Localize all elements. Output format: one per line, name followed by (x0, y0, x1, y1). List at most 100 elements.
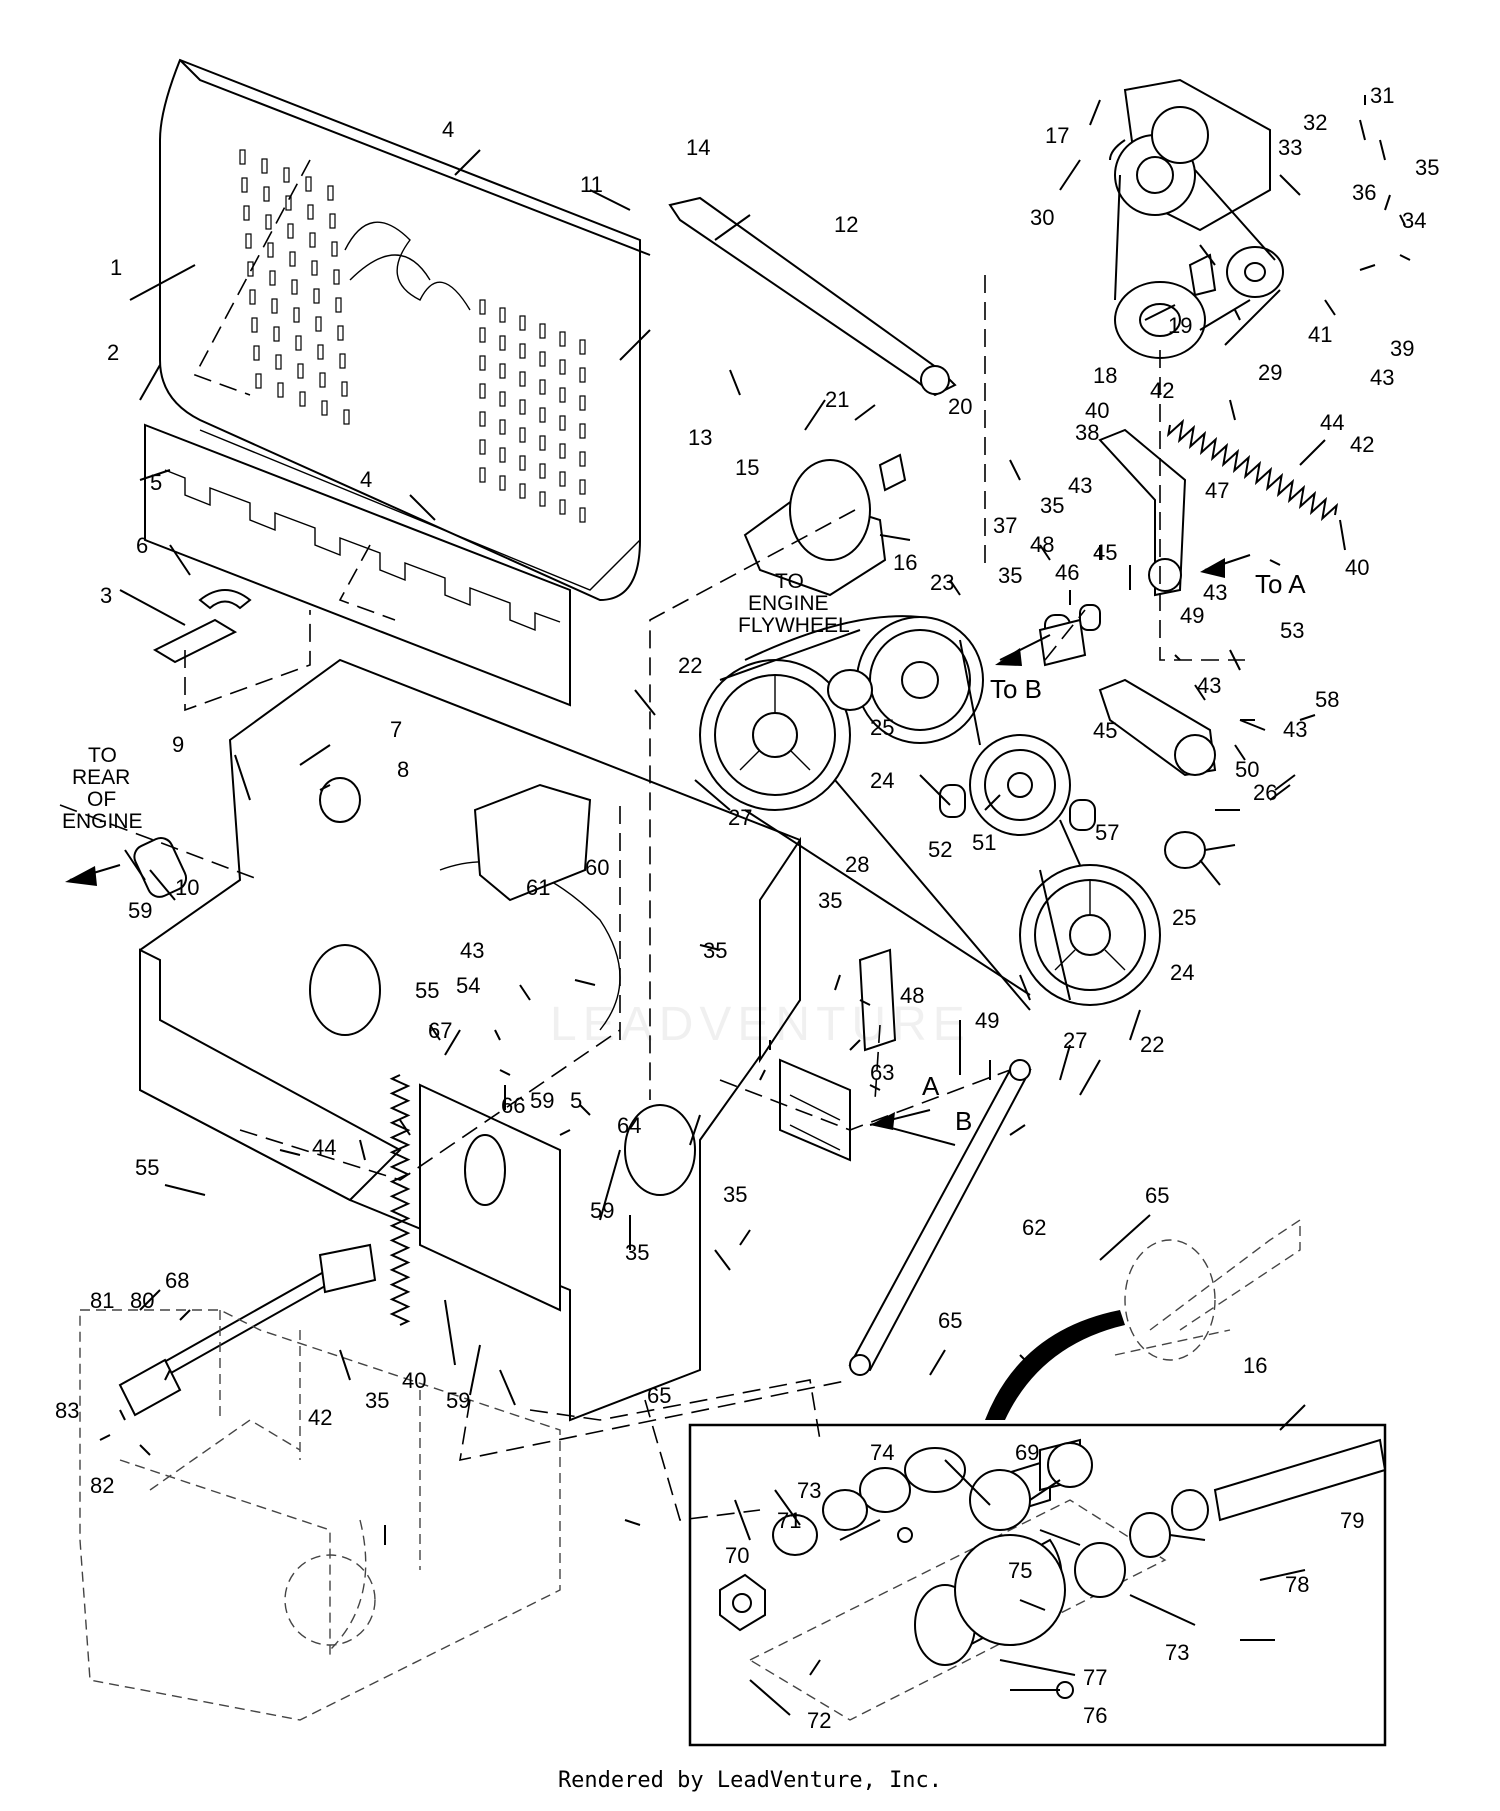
vent-slot (327, 185, 334, 201)
ref-label-a: A (922, 1071, 940, 1101)
vent-slot (255, 373, 262, 389)
vent-slot (285, 195, 292, 211)
vent-slot (329, 213, 336, 229)
callout-62: 62 (1022, 1215, 1046, 1240)
callout-55: 55 (135, 1155, 159, 1180)
callout-61: 61 (526, 875, 550, 900)
vent-slot (499, 307, 506, 323)
callout-9: 9 (172, 732, 184, 757)
mounting-plate (139, 658, 851, 1422)
vent-slot (253, 345, 260, 361)
callout-24: 24 (870, 768, 894, 793)
belt-guard-cover (159, 58, 651, 602)
vent-slot (539, 463, 546, 479)
callout-35: 35 (818, 888, 842, 913)
callout-34: 34 (1402, 208, 1426, 233)
vent-slot (269, 270, 276, 286)
callout-68: 68 (165, 1268, 189, 1293)
callout-35: 35 (723, 1182, 747, 1207)
callout-numbers: 1 2 3 4 4 5 5 6 7 8 9 10 11 12 13 14 15 … (55, 83, 1439, 1733)
callout-53: 53 (1280, 618, 1304, 643)
callout-15: 15 (735, 455, 759, 480)
callout-54: 54 (456, 973, 480, 998)
callout-43: 43 (1197, 673, 1221, 698)
note-to-engine-flywheel-line1: TO (775, 570, 804, 593)
vent-slot (539, 323, 546, 339)
note-to-rear-of-engine-line3: OF (87, 788, 116, 811)
vent-slot (251, 317, 258, 333)
pulley-22-lower (1019, 864, 1161, 1006)
vent-slot (317, 344, 324, 360)
vent-slot (579, 423, 586, 439)
callout-3: 3 (100, 583, 112, 608)
inset-pointer (985, 1310, 1125, 1420)
callout-28: 28 (845, 852, 869, 877)
callout-4: 4 (360, 467, 372, 492)
vent-slot (579, 367, 586, 383)
spring-coil (389, 1074, 411, 1326)
vent-slot (297, 363, 304, 379)
reference-arrows (65, 554, 1251, 1146)
vent-slot (519, 343, 526, 359)
callout-76: 76 (1083, 1703, 1107, 1728)
link-rod (668, 196, 957, 397)
vent-slot (333, 269, 340, 285)
callout-64: 64 (617, 1113, 641, 1138)
vent-slot (339, 353, 346, 369)
spring-left (389, 1074, 411, 1326)
callout-49: 49 (975, 1008, 999, 1033)
idler-arm-50 (1098, 678, 1217, 777)
callout-51: 51 (972, 830, 996, 855)
vent-slot (499, 363, 506, 379)
note-to-b: To B (990, 674, 1042, 704)
vent-slot (519, 399, 526, 415)
callout-60: 60 (585, 855, 609, 880)
vent-slot (479, 411, 486, 427)
vent-slot (247, 261, 254, 277)
callout-24: 24 (1170, 960, 1194, 985)
callout-50: 50 (1235, 757, 1259, 782)
callout-74: 74 (870, 1440, 894, 1465)
vent-slot (539, 491, 546, 507)
ref-label-b: B (955, 1106, 972, 1136)
vent-slot (539, 351, 546, 367)
callout-18: 18 (1093, 363, 1117, 388)
vent-slot (479, 327, 486, 343)
callout-35: 35 (998, 563, 1022, 588)
vent-slot (539, 435, 546, 451)
callout-38: 38 (1075, 420, 1099, 445)
callout-5: 5 (570, 1088, 582, 1113)
vent-slot (579, 451, 586, 467)
callout-44: 44 (1320, 410, 1344, 435)
callout-65: 65 (1145, 1183, 1169, 1208)
callout-1: 1 (110, 255, 122, 280)
vent-slot (313, 288, 320, 304)
callout-16: 16 (893, 550, 917, 575)
callout-23: 23 (930, 570, 954, 595)
callout-11: 11 (580, 172, 603, 197)
callout-48: 48 (900, 983, 924, 1008)
spindle-assembly (743, 453, 907, 597)
callout-16: 16 (1243, 1353, 1267, 1378)
callout-39: 39 (1390, 336, 1414, 361)
callout-78: 78 (1285, 1572, 1309, 1597)
spring-coil (1166, 418, 1339, 522)
callout-40: 40 (402, 1368, 426, 1393)
callout-55: 55 (415, 978, 439, 1003)
callout-21: 21 (825, 387, 849, 412)
retainer-strip (144, 423, 571, 707)
vent-slot (519, 315, 526, 331)
callout-36: 36 (1352, 180, 1376, 205)
callout-37: 37 (993, 513, 1017, 538)
callout-25: 25 (870, 715, 894, 740)
callout-40: 40 (1085, 398, 1109, 423)
callout-35: 35 (703, 938, 727, 963)
callout-32: 32 (1303, 110, 1327, 135)
vent-slot (315, 316, 322, 332)
vent-slot (343, 409, 350, 425)
callout-22: 22 (678, 653, 702, 678)
upper-idler-assembly (1109, 78, 1284, 359)
callout-72: 72 (807, 1708, 831, 1733)
vent-slot (499, 419, 506, 435)
vent-slot (559, 415, 566, 431)
